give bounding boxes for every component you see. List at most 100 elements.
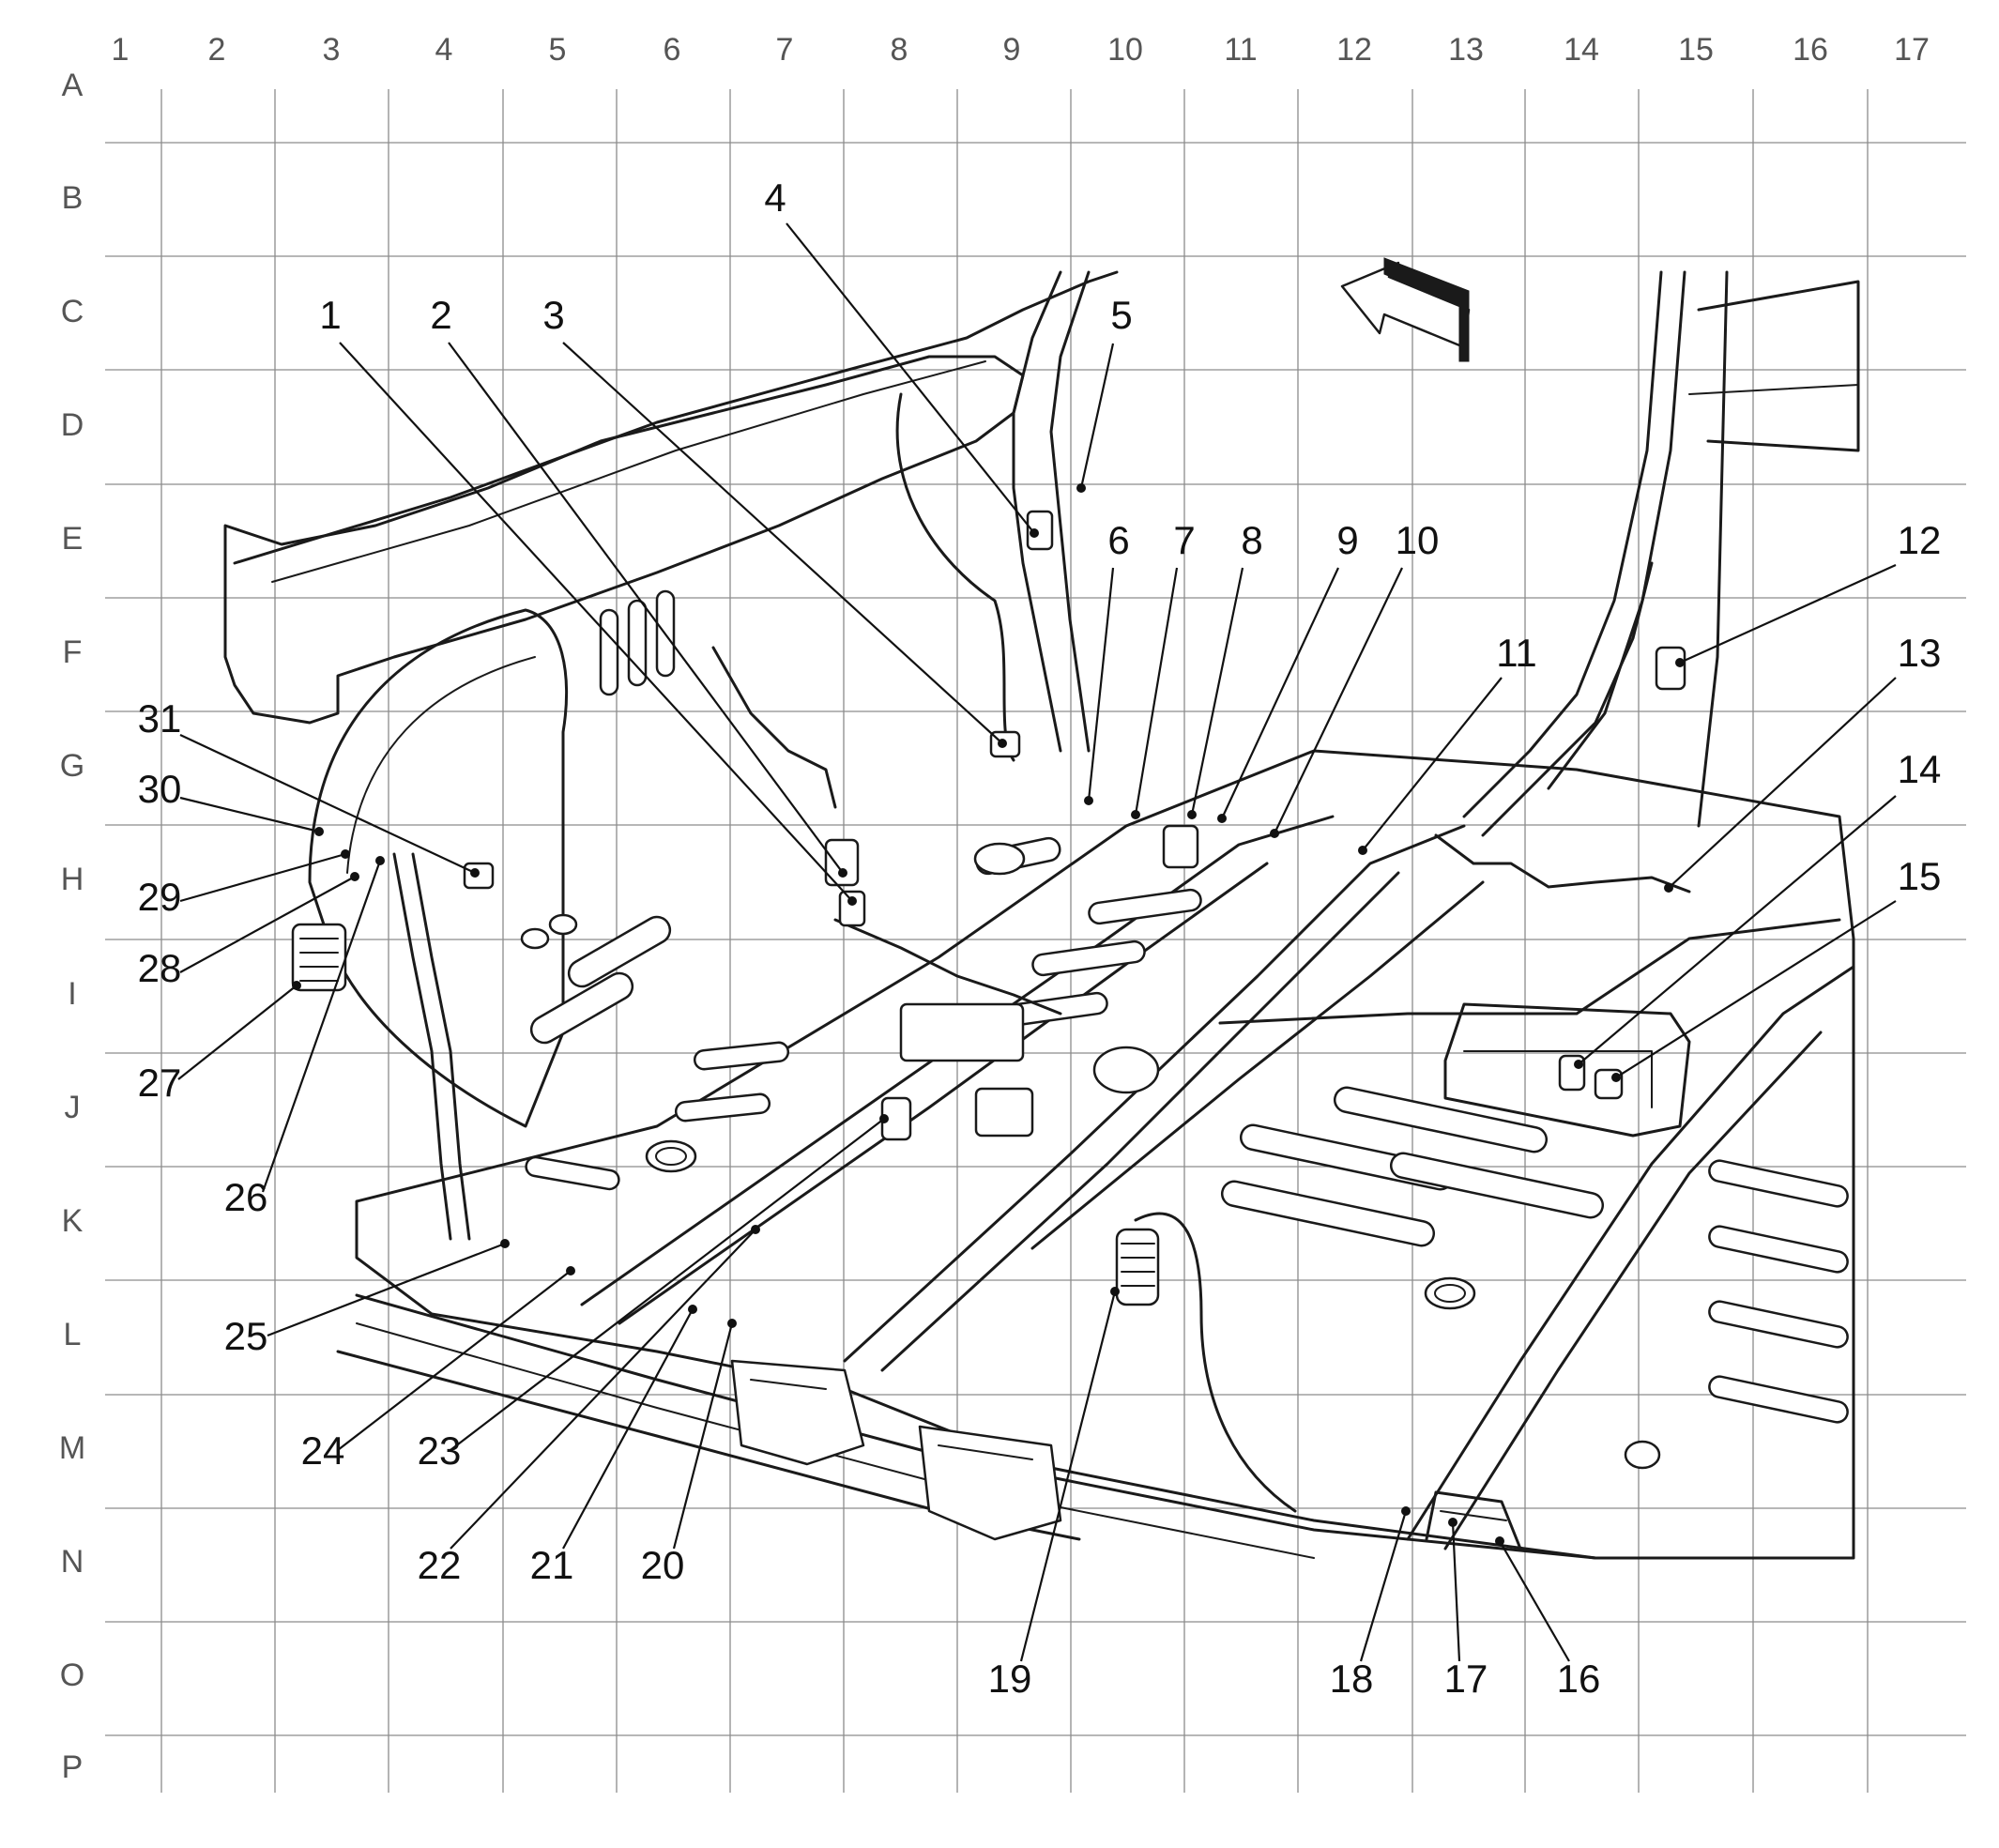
callout-leader-line (786, 222, 1035, 534)
callout-leader-line (1019, 1291, 1117, 1662)
slot (1088, 888, 1202, 925)
grid-column-label: 12 (1336, 32, 1372, 68)
callout-leader-dot (1076, 483, 1086, 493)
front-mount-bracket (730, 1359, 865, 1466)
callout-leader-line (450, 1229, 756, 1550)
callout-leader-dot (1131, 810, 1140, 819)
callout-leader-line (1578, 795, 1897, 1065)
callout-number: 25 (224, 1314, 268, 1358)
callout-leader-dot (1270, 829, 1279, 838)
grid-row-label: N (61, 1544, 84, 1580)
callout-leader-dot (838, 868, 847, 878)
body-side-outline (223, 355, 1025, 725)
callout-leader-line (1499, 1540, 1570, 1662)
callout-number: 13 (1898, 631, 1942, 675)
callout-leader-dot (350, 872, 359, 881)
callout-number: 3 (542, 293, 564, 337)
callout-leader-dot (1611, 1073, 1621, 1082)
hole (1424, 1276, 1476, 1310)
callout-leader-line (448, 342, 844, 874)
callout-leader-dot (879, 1114, 889, 1123)
grid-row-label: A (62, 68, 84, 103)
slot (567, 915, 672, 988)
callout-leader-dot (688, 1305, 697, 1314)
callout-leader-line (1274, 567, 1403, 834)
harness-upper-loop (895, 392, 1015, 762)
floor-drain-holes (520, 842, 1661, 1470)
grid-row-label: G (60, 748, 84, 784)
grid-row-label: M (59, 1430, 85, 1466)
callout-leader-dot (847, 896, 857, 906)
callout-number: 14 (1898, 747, 1942, 791)
wheel-well-arch (308, 608, 569, 1128)
callout-number: 19 (988, 1657, 1032, 1701)
rear-rail-right-2 (1443, 1031, 1823, 1550)
harness-rear-run (1134, 1212, 1297, 1513)
grid-column-label: 4 (435, 32, 453, 68)
callout-number: 8 (1241, 518, 1262, 562)
callout-number: 27 (138, 1061, 182, 1105)
callout-leader-dot (1574, 1060, 1583, 1069)
callout-leader-dot (1358, 846, 1367, 855)
grid-column-label: 3 (323, 32, 341, 68)
connector-block (1162, 824, 1199, 869)
callout-leader-dot (341, 849, 350, 859)
roof-panel-edge (1688, 384, 1859, 395)
grid-column-label: 17 (1894, 32, 1930, 68)
tunnel-rail-right (1030, 880, 1485, 1250)
callout-leader-line (1190, 567, 1244, 816)
grid-row-label: E (62, 521, 84, 557)
grid-row-label: D (61, 407, 84, 443)
hole (1092, 1046, 1160, 1094)
wheel-well-inner (346, 656, 536, 874)
callout-number: 22 (418, 1543, 462, 1587)
slot (529, 971, 634, 1045)
grid-column-label: 1 (112, 32, 130, 68)
callout-leader-line (1079, 343, 1115, 489)
callout-leader-line (450, 1118, 885, 1451)
grid-row-label: K (62, 1203, 84, 1239)
callout-leader-line (562, 342, 1003, 744)
callout-leader-dot (470, 868, 480, 878)
callout-leader-line (1679, 563, 1897, 664)
callout-leader-line (1221, 567, 1339, 819)
callout-leader-dot (1110, 1287, 1120, 1296)
tunnel-rail-center (843, 824, 1466, 1363)
harness-main-trunk (1434, 833, 1691, 893)
callout-leader-dot (998, 739, 1007, 748)
callout-number: 11 (1496, 631, 1537, 675)
callout-leader-line (337, 1270, 572, 1451)
tunnel-rail-left (580, 815, 1335, 1306)
rear-seat-anchor-detail (1440, 1510, 1507, 1521)
grid-column-label: 7 (776, 32, 794, 68)
callout-leader-dot (292, 981, 301, 990)
rear-compartment (1443, 1002, 1691, 1138)
callout-leader-dot (1030, 528, 1039, 538)
callout-number: 4 (764, 176, 786, 220)
slot (1708, 1159, 1849, 1208)
front-mount-bracket-2 (918, 1425, 1062, 1541)
connector-block (838, 890, 866, 927)
slot (1031, 939, 1146, 977)
harness-left-drop (392, 852, 452, 1241)
callout-leader-dot (500, 1239, 510, 1248)
slot (599, 608, 619, 696)
callout-number: 6 (1107, 518, 1129, 562)
callout-leader-line (1362, 677, 1503, 851)
tunnel-rail-center-2 (880, 871, 1400, 1372)
callout-number: 7 (1173, 518, 1195, 562)
grid-column-label: 14 (1564, 32, 1599, 68)
hole (655, 1147, 687, 1166)
slot (1220, 1180, 1436, 1247)
connector-ribs (1121, 1243, 1155, 1287)
callout-number: 30 (138, 767, 182, 811)
callout-leader-dot (1448, 1518, 1457, 1527)
callout-number: 10 (1396, 518, 1440, 562)
grid-column-label: 11 (1224, 32, 1257, 68)
grid-row-label: P (62, 1749, 84, 1785)
callout-number: 26 (224, 1175, 268, 1219)
callout-leader-line (339, 342, 853, 902)
hole (645, 1139, 697, 1173)
callout-leader-line (1668, 677, 1897, 889)
